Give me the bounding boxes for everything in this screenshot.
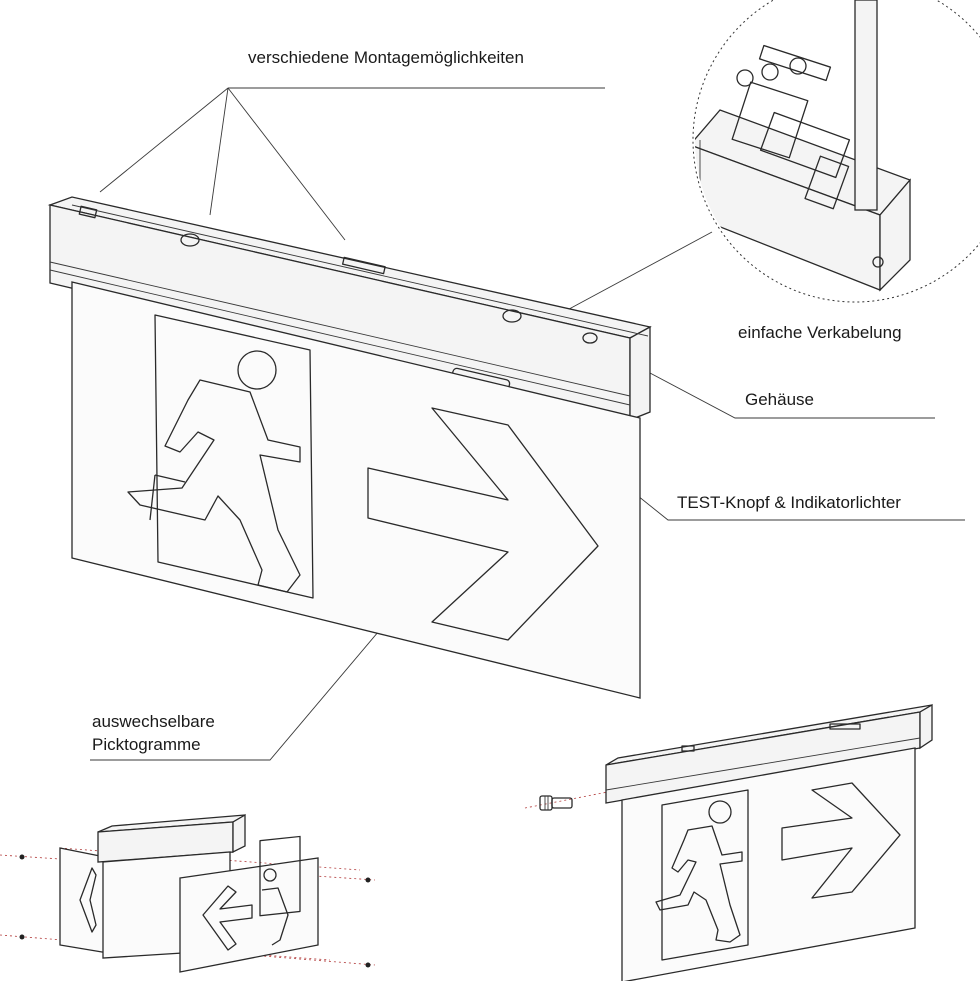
label-pictograms-2: Picktogramme <box>92 735 201 754</box>
running-man-icon <box>127 379 301 593</box>
arrow-right-icon <box>367 407 599 641</box>
cable-gland-icon <box>539 795 573 811</box>
wiring-detail-inset <box>692 0 980 303</box>
wiring-screw <box>582 332 598 344</box>
running-man-head <box>237 350 277 390</box>
pictogram-door-frame <box>154 314 314 599</box>
mount-screw-1 <box>180 233 200 247</box>
label-mounting: verschiedene Montagemöglichkeiten <box>248 48 524 67</box>
main-housing <box>47 196 652 421</box>
label-housing: Gehäuse <box>745 390 814 409</box>
arrow-left-icon <box>202 885 253 951</box>
main-panel <box>71 281 641 699</box>
label-wiring: einfache Verkabelung <box>738 323 902 342</box>
arrow-right-icon-small <box>781 782 901 899</box>
running-man-icon-small <box>655 825 743 943</box>
label-test-button: TEST-Knopf & Indikatorlichter <box>677 493 901 512</box>
label-pictograms-1: auswechselbare <box>92 712 215 731</box>
mount-screw-2 <box>502 309 522 323</box>
assembled-sign <box>524 703 933 981</box>
exploded-view <box>0 813 376 973</box>
